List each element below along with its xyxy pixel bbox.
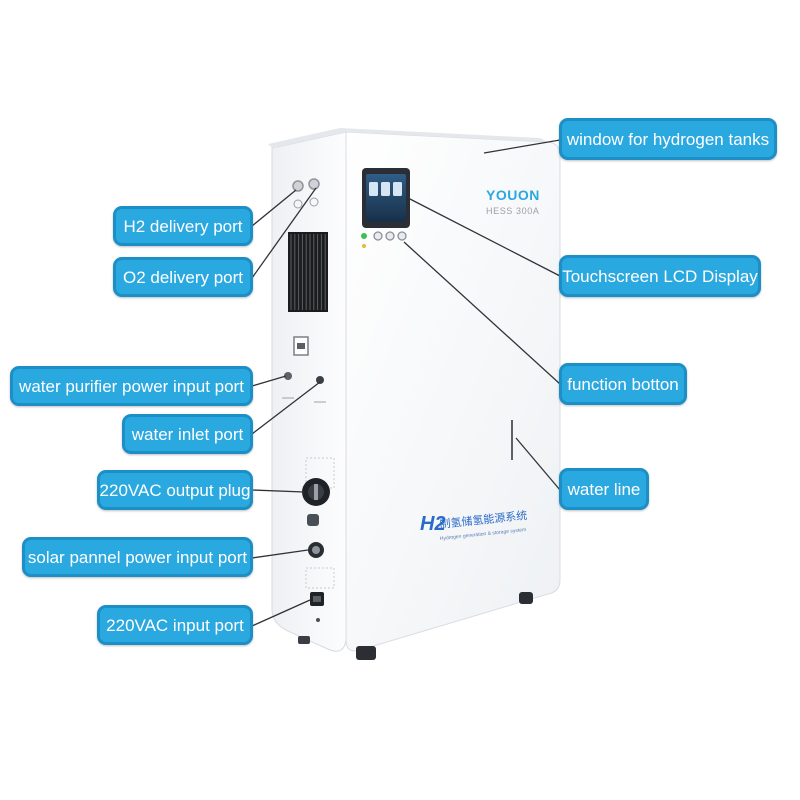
callout-water-inlet-port: water inlet port (122, 414, 253, 454)
screen-tile-icon (381, 182, 390, 196)
leader-line-input (251, 599, 311, 627)
water-purifier-port-icon (284, 372, 292, 380)
leader-line-solar (251, 549, 309, 559)
screen-tile-icon (393, 182, 402, 196)
solar-input-port-icon (308, 542, 324, 558)
output-plug-socket-icon (302, 478, 330, 506)
model-name: HESS 300A (486, 206, 539, 216)
h2-port-icon (292, 180, 304, 192)
leader-line-output (251, 489, 305, 493)
o2-port-icon (308, 178, 320, 190)
leader-lines (251, 139, 561, 627)
brand-logo: YOUON (486, 187, 540, 203)
callout-o2-delivery-port: O2 delivery port (113, 257, 253, 297)
lcd-screen-icons (369, 182, 402, 196)
device-front-panel (345, 131, 561, 652)
leader-line-inlet (251, 381, 321, 435)
callout-water-purifier-power-input-port: water purifier power input port (10, 366, 253, 406)
leader-line-h2 (251, 189, 297, 227)
leader-line-water (515, 437, 561, 491)
ac-input-port-icon (310, 592, 324, 606)
water-inlet-port-icon (316, 376, 324, 384)
caster-wheels (298, 592, 533, 660)
callout-water-line: water line (559, 468, 649, 510)
callout-h2-delivery-port: H2 delivery port (113, 206, 253, 246)
function-buttons (361, 231, 407, 248)
leader-line-purifier (251, 375, 287, 387)
callout-220vac-output-plug: 220VAC output plug (97, 470, 253, 510)
device-side-panel (271, 131, 347, 652)
power-led-icon (361, 233, 367, 239)
callout-window-hydrogen-tanks: window for hydrogen tanks (559, 118, 777, 160)
leader-line-function (403, 241, 561, 385)
product-h2-mark: H2 (420, 513, 446, 535)
callout-function-button: function botton (559, 363, 687, 405)
leader-line-window (483, 139, 561, 154)
lcd-screen (366, 174, 406, 222)
function-button-2 (385, 231, 395, 241)
device-top-edge (268, 128, 548, 148)
callout-touchscreen-lcd-display: Touchscreen LCD Display (559, 255, 761, 297)
callout-220vac-input-port: 220VAC input port (97, 605, 253, 645)
callout-solar-panel-power-input-port: solar pannel power input port (22, 537, 253, 577)
screen-tile-icon (369, 182, 378, 196)
function-button-1 (373, 231, 383, 241)
function-button-3 (397, 231, 407, 241)
leader-line-o2 (251, 187, 317, 279)
vent-grille (288, 232, 328, 312)
leader-line-display (407, 197, 561, 277)
